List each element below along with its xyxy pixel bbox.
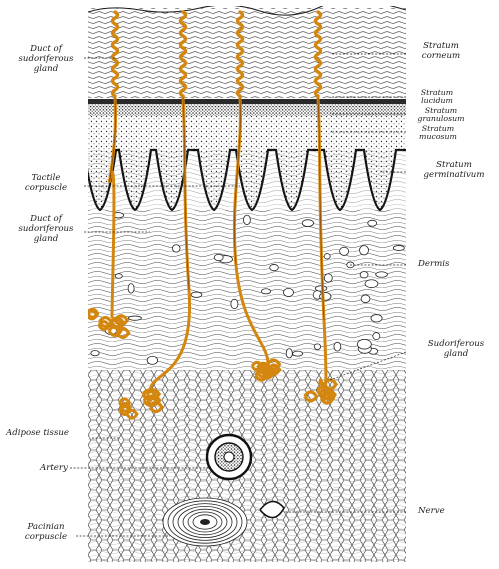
label-stratum-corneum: Stratum corneum [421, 41, 461, 61]
dermis-vessel [301, 219, 315, 227]
dermis-vessel [323, 273, 333, 283]
label-dermis: Dermis [418, 259, 450, 269]
dermis-vessel [213, 253, 224, 262]
dermis-vessel [360, 294, 371, 304]
dermis-vessel [292, 350, 304, 357]
dermis-vessel [127, 315, 142, 321]
artery-lumen [223, 451, 235, 463]
label-tactile-corpuscle: Tactile corpuscle [24, 173, 68, 193]
dermis-vessel [171, 244, 181, 253]
dermis-vessel [313, 343, 322, 350]
dermis-vessel [190, 291, 203, 298]
dermis-vessel [375, 271, 388, 278]
dermis-vessel [392, 245, 405, 251]
stratum-granulosum-layer [88, 104, 406, 116]
pacinian-lamella [167, 500, 243, 544]
dermis-vessel [333, 341, 342, 352]
label-nerve: Nerve [418, 506, 445, 516]
label-stratum-lucidum: Stratum lucidum [420, 88, 454, 106]
leader-line [329, 351, 407, 381]
pacinian-lamella [187, 511, 223, 533]
duct-spiral [110, 10, 120, 98]
dermis-vessel [323, 253, 331, 260]
duct-tube-edge [317, 97, 325, 321]
papillary-dermis [88, 150, 406, 210]
label-adipose-tissue: Adipose tissue [6, 428, 70, 438]
stratum-lucidum-band [88, 99, 406, 104]
dermis-vessel [230, 298, 239, 310]
dermis-vessel [269, 264, 279, 272]
label-stratum-granulosum: Stratum granulosum [417, 106, 465, 124]
dermis-vessel [283, 287, 294, 297]
label-leader-lines [70, 53, 407, 537]
dermis-vessel [114, 273, 123, 279]
gland-coil [107, 324, 123, 338]
gland-coil [318, 387, 334, 400]
dermis-vessel [339, 246, 350, 256]
dermis-vessel [370, 314, 383, 323]
pacinian-lamella [182, 508, 228, 536]
pacinian-lamella [192, 514, 218, 530]
stratum-corneum-layer [88, 8, 406, 98]
dermis-vessel [372, 332, 381, 341]
dermis-fibers [88, 210, 406, 370]
duct-tube-edge [182, 97, 190, 291]
sweat-ducts [88, 10, 339, 420]
dermis-vessel [319, 292, 332, 301]
dermis-vessel [243, 214, 251, 226]
dermis-vessel [359, 271, 369, 279]
label-stratum-mucosum: Stratum mucosum [419, 124, 457, 142]
duct-tube-edge [109, 97, 116, 182]
duct-spiral [178, 10, 188, 98]
gland-coil [303, 390, 319, 403]
gland-coil [113, 314, 130, 327]
duct-spiral [235, 10, 245, 98]
dermis-vessel [359, 245, 369, 256]
gland-coil [146, 394, 162, 407]
label-sudoriferous-gland: Sudoriferous gland [427, 339, 485, 359]
gland-coil [119, 401, 133, 413]
gland-coil [250, 360, 264, 372]
duct-tube-edge [234, 97, 241, 266]
label-duct-of-sudoriferous-gland-lower: Duct of sudoriferous gland [18, 214, 74, 244]
dermis-vessel [356, 338, 372, 350]
pacinian-core [200, 519, 210, 525]
dermis-vessel [127, 283, 135, 294]
duct-spiral [313, 10, 323, 98]
label-pacinian-corpuscle: Pacinian corpuscle [24, 522, 68, 542]
gland-coil [98, 315, 114, 329]
tissue-layers [88, 6, 406, 562]
label-duct-of-sudoriferous-gland-upper: Duct of sudoriferous gland [18, 44, 74, 74]
gland-coil [97, 320, 111, 332]
dermis-vessel [364, 279, 379, 288]
pacinian-lamella [172, 503, 238, 541]
label-artery: Artery [40, 463, 68, 473]
pacinian-lamella [177, 505, 233, 538]
nerve-bundle [259, 500, 285, 519]
dermis-vessel [146, 355, 159, 365]
skin-surface-line [88, 6, 406, 16]
gland-coil [88, 307, 100, 319]
dermis-vessel [367, 219, 378, 227]
dermis-vessel [285, 348, 293, 359]
dermis-vessel [90, 350, 100, 357]
label-stratum-germinativum: Stratum germinativum [423, 160, 485, 180]
dermis-vessel [260, 288, 272, 295]
